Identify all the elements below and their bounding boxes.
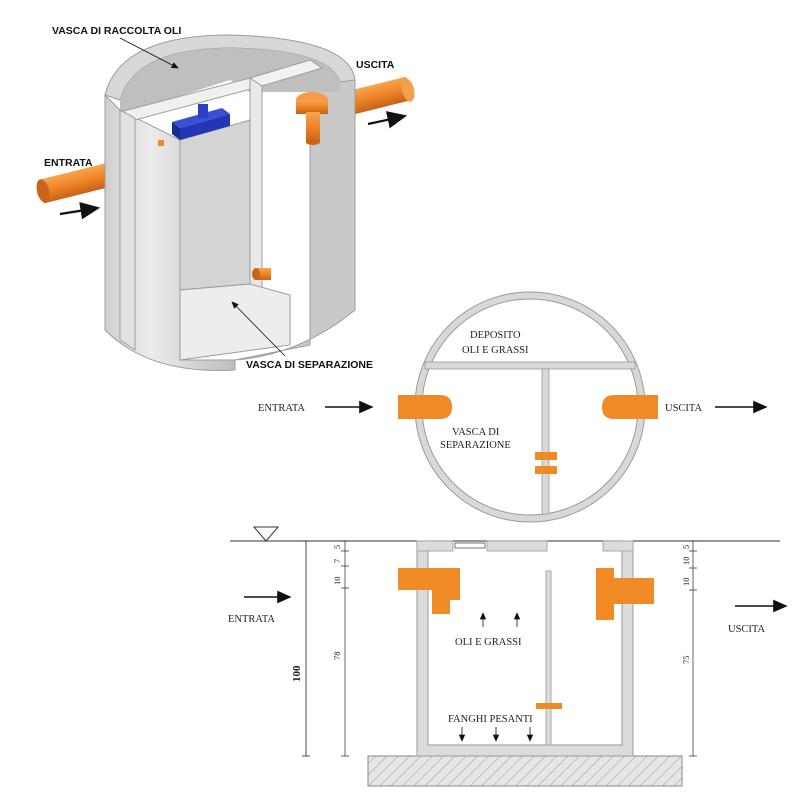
iso-inlet-label: ENTRATA (44, 157, 93, 169)
section-foundation (367, 755, 683, 787)
plan-view: DEPOSITO OLI E GRASSI VASCA DI SEPARAZIO… (258, 291, 768, 523)
section-view: OLI E GRASSI FANGHI PESANTI ENTRATA USCI… (228, 526, 788, 787)
iso-divider-wall (249, 77, 263, 291)
section-outlet-label: USCITA (728, 624, 765, 635)
right-dim-3: 10 (681, 578, 691, 587)
iso-blue-baffle (172, 104, 230, 140)
water-level-marker (252, 526, 280, 542)
plan-transfer-fitting-top (535, 452, 557, 460)
iso-front-cut-wall (119, 109, 136, 351)
iso-bottom-label: VASCA DI SEPARAZIONE (246, 359, 373, 371)
section-divider-fitting (536, 703, 562, 709)
plan-inlet-label: ENTRATA (258, 403, 305, 414)
section-oil-label: OLI E GRASSI (455, 637, 522, 648)
plan-left-label-2: SEPARAZIONE (440, 440, 511, 451)
left-dim-4: 78 (332, 652, 342, 661)
section-inlet-label: ENTRATA (228, 614, 275, 625)
plan-inlet-pipe (398, 395, 452, 419)
iso-inlet-arrow (59, 202, 101, 220)
plan-outlet-pipe (602, 395, 658, 419)
total-height-dimension (302, 540, 310, 757)
left-dim-3: 10 (332, 577, 342, 586)
right-dim-2: 10 (681, 557, 691, 566)
iso-tank-body (104, 93, 236, 371)
section-sludge-label: FANGHI PESANTI (448, 714, 533, 725)
oil-rise-arrows (479, 612, 521, 627)
section-cover-left (454, 542, 486, 549)
right-dimension-chain (689, 540, 697, 757)
iso-separation-floor (179, 283, 291, 361)
plan-left-label-1: VASCA DI (452, 427, 500, 438)
isometric-view: VASCA DI RACCOLTA OLI ENTRATA USCITA VAS… (36, 25, 415, 371)
left-dimension-chain (341, 540, 349, 757)
left-dim-2: 7 (332, 559, 342, 563)
section-top-slab-left (416, 540, 454, 552)
iso-outlet-tee (296, 92, 328, 145)
iso-transfer-pipe (252, 268, 271, 280)
left-dim-1: 5 (332, 545, 342, 549)
total-height-value: 100 (291, 665, 303, 682)
sludge-fall-arrows (458, 727, 534, 742)
plan-transfer-fitting-bottom (535, 466, 557, 474)
iso-separation-chamber (179, 119, 251, 291)
iso-top-label: VASCA DI RACCOLTA OLI (52, 25, 181, 37)
iso-divider-top (248, 59, 324, 87)
plan-vertical-divider (541, 368, 550, 515)
right-dim-1: 5 (681, 545, 691, 549)
iso-outlet-label: USCITA (356, 59, 395, 71)
section-outlet-tee (596, 568, 654, 620)
section-inlet-tee (398, 568, 460, 614)
plan-horizontal-partition (424, 361, 636, 370)
plan-top-label-1: DEPOSITO (470, 330, 521, 341)
plan-top-label-2: OLI E GRASSI (462, 345, 529, 356)
plan-outlet-label: USCITA (665, 403, 702, 414)
section-top-slab-right (602, 540, 634, 552)
right-dim-4: 75 (681, 656, 691, 665)
section-top-slab-mid (486, 540, 548, 552)
iso-inlet-pipe (36, 160, 122, 204)
section-divider (545, 570, 552, 746)
iso-small-orange-mark (158, 140, 164, 146)
iso-outlet-arrow (367, 111, 408, 129)
